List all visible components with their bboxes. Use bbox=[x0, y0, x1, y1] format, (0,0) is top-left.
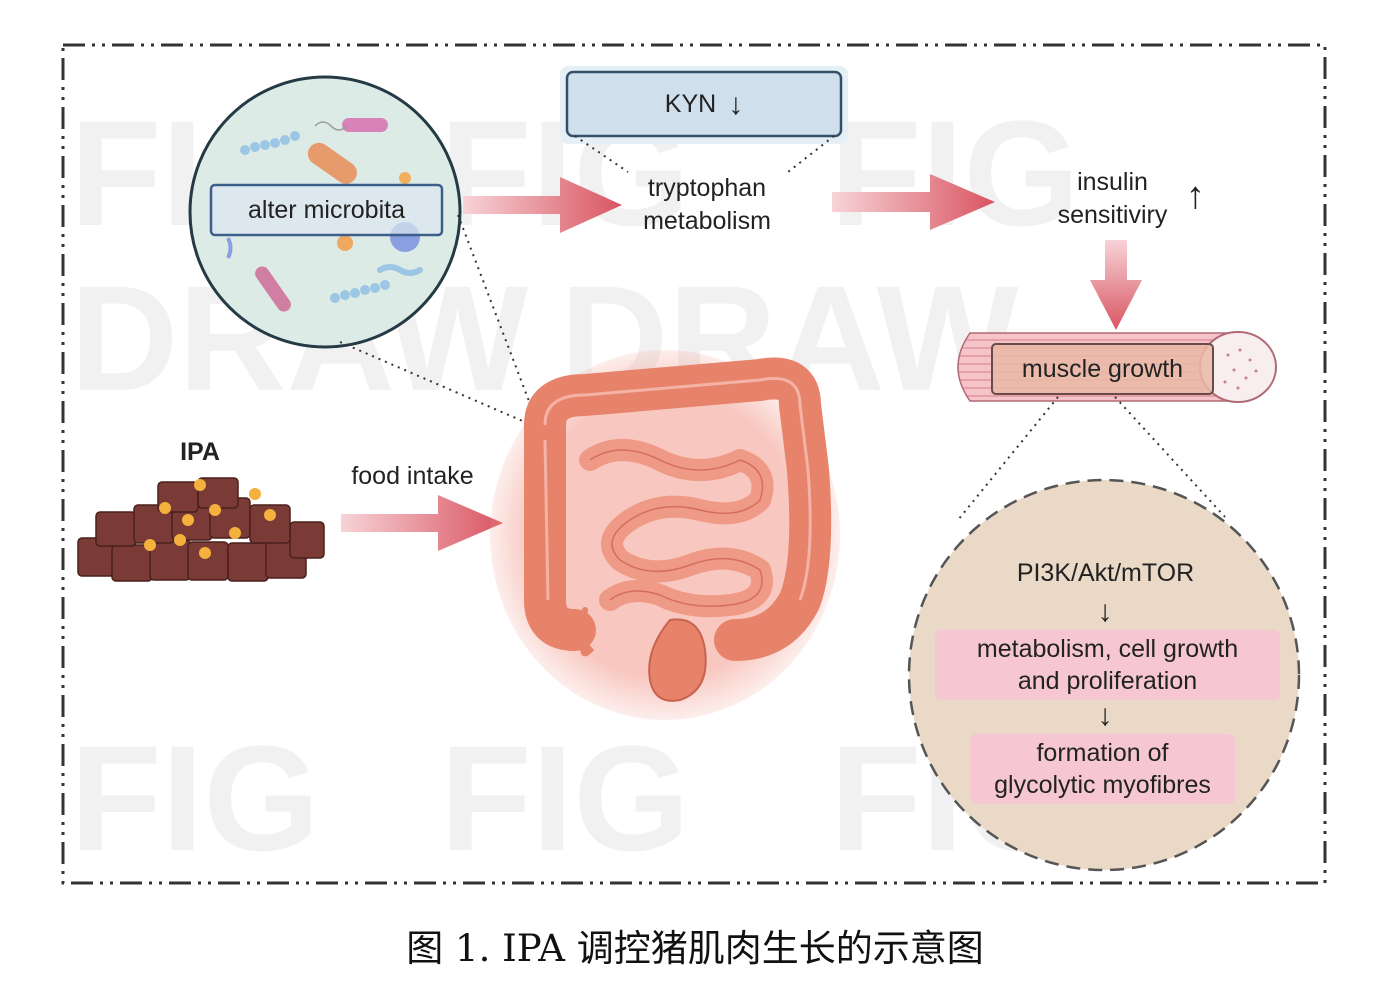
metabolism-box: metabolism, cell growth and proliferatio… bbox=[935, 630, 1280, 700]
kyn-connector-right bbox=[787, 135, 835, 173]
svg-text:FIG: FIG bbox=[830, 89, 1080, 257]
kyn-box bbox=[560, 66, 848, 144]
microbiota-label: alter microbita bbox=[248, 195, 405, 224]
microbe-connector-left bbox=[339, 341, 549, 433]
intestine-illustration bbox=[490, 350, 840, 720]
tryptophan-line-1: tryptophan bbox=[647, 174, 767, 202]
muscle-growth-label: muscle growth bbox=[1021, 354, 1184, 383]
pathway-label: PI3K/Akt/mTOR bbox=[1016, 559, 1195, 587]
kyn-label: KYN ↓ bbox=[567, 72, 841, 136]
formation-line-2: glycolytic myofibres bbox=[994, 771, 1211, 799]
formation-line-1: formation of bbox=[1036, 738, 1169, 767]
food-intake-label: food intake bbox=[351, 462, 474, 490]
insulin-line-2: sensitiviry bbox=[1057, 200, 1168, 229]
bacteria-icons bbox=[226, 118, 423, 312]
pathway-down-arrow-icon: ↓ bbox=[1097, 595, 1113, 628]
kyn-text: KYN bbox=[664, 89, 717, 118]
metabolism-down-arrow-icon: ↓ bbox=[1097, 699, 1113, 732]
svg-text:FIG: FIG bbox=[440, 714, 690, 882]
kyn-down-arrow-icon: ↓ bbox=[728, 87, 744, 121]
arrow-insulin-to-muscle bbox=[1090, 240, 1142, 330]
tryptophan-line-2: metabolism bbox=[643, 206, 771, 235]
arrow-tryptophan-to-insulin bbox=[832, 174, 995, 230]
arrow-food-intake bbox=[341, 495, 503, 551]
insulin-up-arrow-icon: ↑ bbox=[1186, 175, 1205, 217]
microbiota-circle bbox=[188, 75, 462, 349]
metabolism-line-1: metabolism, cell growth bbox=[976, 634, 1239, 663]
outer-frame bbox=[61, 43, 1327, 885]
detail-circle bbox=[907, 478, 1301, 872]
tryptophan-label: tryptophan metabolism bbox=[612, 172, 802, 237]
svg-text:FIG: FIG bbox=[70, 714, 320, 882]
insulin-line-1: insulin bbox=[1077, 168, 1148, 196]
ipa-label: IPA bbox=[180, 438, 220, 466]
insulin-label: insulin sensitiviry bbox=[1030, 166, 1195, 231]
muscle-fiber bbox=[957, 331, 1277, 403]
metabolism-line-2: and proliferation bbox=[1017, 667, 1198, 695]
ipa-meat-pile bbox=[77, 477, 325, 582]
figure-caption: 图 1. IPA 调控猪肌肉生长的示意图 bbox=[406, 927, 984, 970]
arrow-microbiota-to-tryptophan bbox=[463, 177, 622, 233]
formation-box: formation of glycolytic myofibres bbox=[970, 734, 1235, 804]
